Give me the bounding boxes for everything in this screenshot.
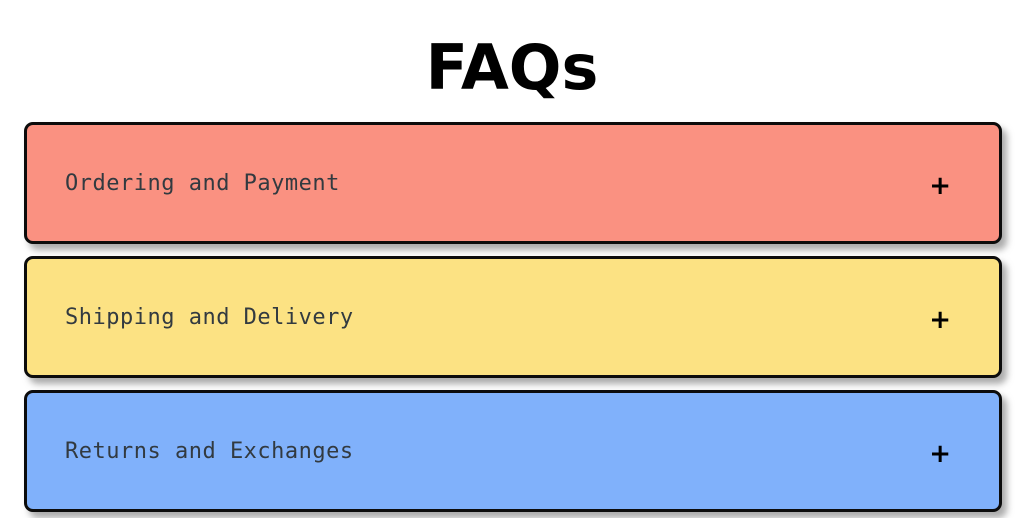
accordion-item-label: Ordering and Payment [65,170,340,196]
accordion-item-ordering-and-payment[interactable]: Ordering and Payment + [24,122,1002,244]
page-title: FAQs [425,30,599,104]
plus-icon[interactable]: + [929,305,951,335]
accordion-item-shipping-and-delivery[interactable]: Shipping and Delivery + [24,256,1002,378]
accordion-item-label: Returns and Exchanges [65,438,354,464]
faq-accordion: Ordering and Payment + Shipping and Deli… [24,122,1002,512]
accordion-item-returns-and-exchanges[interactable]: Returns and Exchanges + [24,390,1002,512]
plus-icon[interactable]: + [929,439,951,469]
plus-icon[interactable]: + [929,171,951,201]
accordion-item-label: Shipping and Delivery [65,304,354,330]
